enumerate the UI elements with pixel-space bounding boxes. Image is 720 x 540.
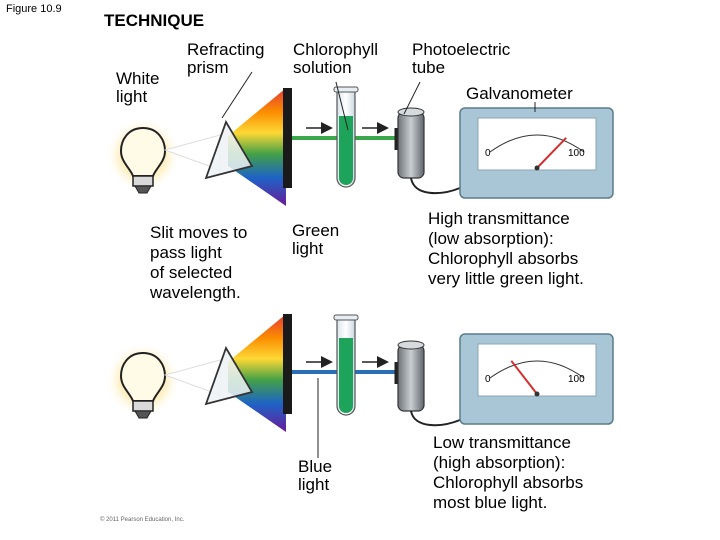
low-transmittance-note: Low transmittance (high absorption): Chl… [433, 433, 584, 513]
leader-line [221, 71, 253, 119]
galvanometer: 0 100 [459, 107, 614, 199]
galvanometer-label: Galvanometer [466, 84, 573, 103]
cable [410, 410, 461, 427]
meter-max-label: 100 [568, 374, 585, 385]
meter-min-label: 0 [485, 374, 491, 385]
white-light-label: White light [116, 69, 160, 106]
slit-plate [283, 88, 292, 188]
green-light-label: Green light [292, 221, 340, 258]
prism-label: Refracting prism [187, 40, 265, 77]
light-bulb-icon [119, 126, 167, 194]
tube-label: Photoelectric tube [412, 40, 511, 77]
technique-heading: TECHNIQUE [104, 11, 205, 30]
blue-light-label: Blue light [298, 457, 333, 494]
test-tube [333, 314, 359, 416]
figure-label: Figure 10.9 [6, 3, 62, 15]
cable [410, 177, 461, 195]
copyright: © 2011 Pearson Education, Inc. [100, 517, 185, 523]
meter-needle [536, 137, 567, 169]
photoelectric-tube [394, 107, 425, 179]
slit-note: Slit moves to pass light of selected wav… [150, 223, 248, 303]
spectrum-fan [228, 314, 286, 432]
setup-blue: 0 100 [105, 314, 614, 458]
meter-max-label: 100 [568, 148, 585, 159]
setup-green: 0 100 [105, 71, 614, 206]
test-tube [333, 86, 359, 188]
prism-icon [204, 345, 254, 406]
high-transmittance-note: High transmittance (low absorption): Chl… [428, 209, 584, 289]
leader-line [403, 81, 421, 115]
slit-plate [283, 314, 292, 414]
photoelectric-tube [394, 340, 425, 412]
solution-label: Chlorophyll solution [293, 40, 379, 77]
spectrum-fan [228, 88, 286, 206]
meter-min-label: 0 [485, 148, 491, 159]
meter-needle [510, 360, 538, 395]
light-bulb-icon [119, 351, 167, 419]
leader-line [335, 81, 349, 131]
galvanometer: 0 100 [459, 333, 614, 425]
prism-icon [204, 119, 254, 180]
